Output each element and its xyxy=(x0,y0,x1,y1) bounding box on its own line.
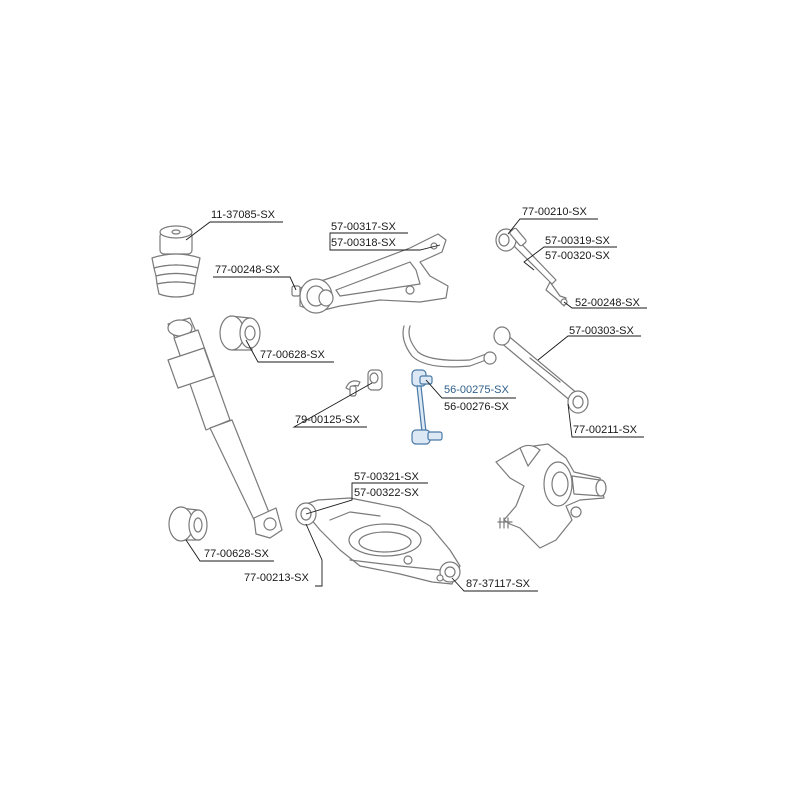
part-label-77-00628-bottom[interactable]: 77-00628-SX xyxy=(204,548,269,560)
upper-control-arm-part[interactable] xyxy=(299,233,449,314)
shock-absorber-part[interactable] xyxy=(167,317,283,539)
knuckle-part[interactable] xyxy=(495,443,607,549)
part-label-87-37117[interactable]: 87-37117-SX xyxy=(466,578,531,590)
part-label-11-37085[interactable]: 11-37085-SX xyxy=(211,209,276,221)
part-label-77-00211[interactable]: 77-00211-SX xyxy=(573,424,638,436)
part-label-77-00213[interactable]: 77-00213-SX xyxy=(244,572,309,584)
bushing-77-00628-top-part[interactable] xyxy=(219,315,261,351)
part-label-57-00322[interactable]: 57-00322-SX xyxy=(354,487,419,499)
part-label-57-00321[interactable]: 57-00321-SX xyxy=(354,471,419,483)
bump-stop-part[interactable] xyxy=(151,225,201,298)
clip-79-00125-part[interactable] xyxy=(345,369,383,397)
leader-lines xyxy=(185,218,647,592)
bushing-77-00248-part[interactable] xyxy=(291,285,301,297)
bushing-77-00628-bottom-part[interactable] xyxy=(168,506,208,542)
part-label-77-00628-top[interactable]: 77-00628-SX xyxy=(260,349,325,361)
stabilizer-link-part[interactable] xyxy=(411,369,443,445)
part-label-79-00125[interactable]: 79-00125-SX xyxy=(295,414,360,426)
part-label-56-00276[interactable]: 56-00276-SX xyxy=(444,401,509,413)
lateral-link-part[interactable] xyxy=(493,326,589,414)
stabilizer-bar-part[interactable] xyxy=(402,325,497,368)
part-label-57-00319[interactable]: 57-00319-SX xyxy=(545,235,610,247)
part-label-77-00210[interactable]: 77-00210-SX xyxy=(522,206,587,218)
part-label-77-00248[interactable]: 77-00248-SX xyxy=(215,264,280,276)
part-label-56-00275[interactable]: 56-00275-SX xyxy=(444,384,509,396)
lower-control-arm-part[interactable] xyxy=(295,497,461,585)
part-label-57-00320[interactable]: 57-00320-SX xyxy=(545,250,610,262)
part-label-57-00303[interactable]: 57-00303-SX xyxy=(569,325,634,337)
part-label-57-00318[interactable]: 57-00318-SX xyxy=(331,237,396,249)
part-label-52-00248[interactable]: 52-00248-SX xyxy=(575,297,640,309)
part-label-57-00317[interactable]: 57-00317-SX xyxy=(331,221,396,233)
